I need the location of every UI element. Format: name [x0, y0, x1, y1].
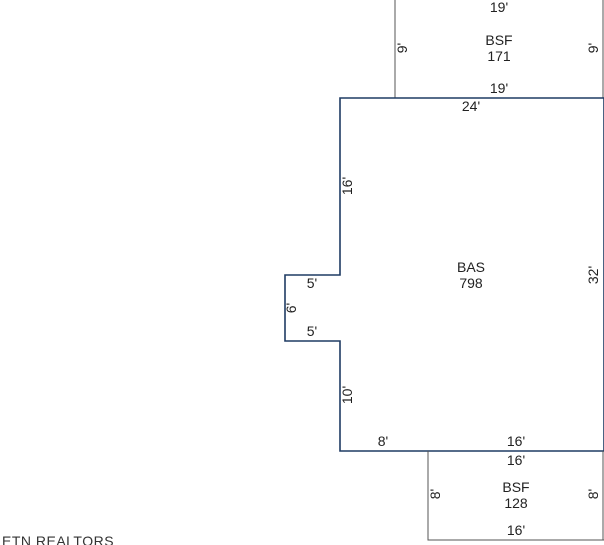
area-bsf-top-code: BSF [485, 32, 512, 48]
dim-bsf-top-bottom: 19' [490, 80, 508, 96]
dim-notch-left: 6' [283, 303, 299, 313]
watermark-text: ETN REALTORS [2, 533, 114, 545]
area-bas-sqft: 798 [459, 275, 483, 291]
dim-bsf-bottom-left: 8' [427, 489, 443, 499]
dim-bas-bottom-right: 16' [507, 433, 525, 449]
area-bsf-bottom-code: BSF [502, 479, 529, 495]
bas-outline [284, 97, 604, 452]
area-bas-code: BAS [457, 259, 485, 275]
dim-notch-top: 5' [307, 275, 317, 291]
dim-bsf-bottom-right: 8' [585, 489, 601, 499]
dim-bsf-bottom-bottom: 16' [507, 522, 525, 538]
dim-bas-right: 32' [585, 266, 601, 284]
dim-bsf-top-right: 9' [585, 43, 601, 53]
bsf-bottom-outline [427, 451, 604, 541]
dim-bsf-top-top: 19' [490, 0, 508, 15]
dim-bsf-bottom-top: 16' [507, 452, 525, 468]
dim-bas-left-upper: 16' [339, 177, 355, 195]
dim-bas-bottom-left: 8' [378, 433, 388, 449]
dim-bas-left-lower: 10' [339, 386, 355, 404]
dim-bsf-top-left: 9' [394, 43, 410, 53]
dim-notch-bottom: 5' [307, 323, 317, 339]
area-bsf-top-sqft: 171 [487, 48, 511, 64]
dim-bas-top: 24' [462, 98, 480, 114]
area-bsf-bottom-sqft: 128 [504, 495, 528, 511]
